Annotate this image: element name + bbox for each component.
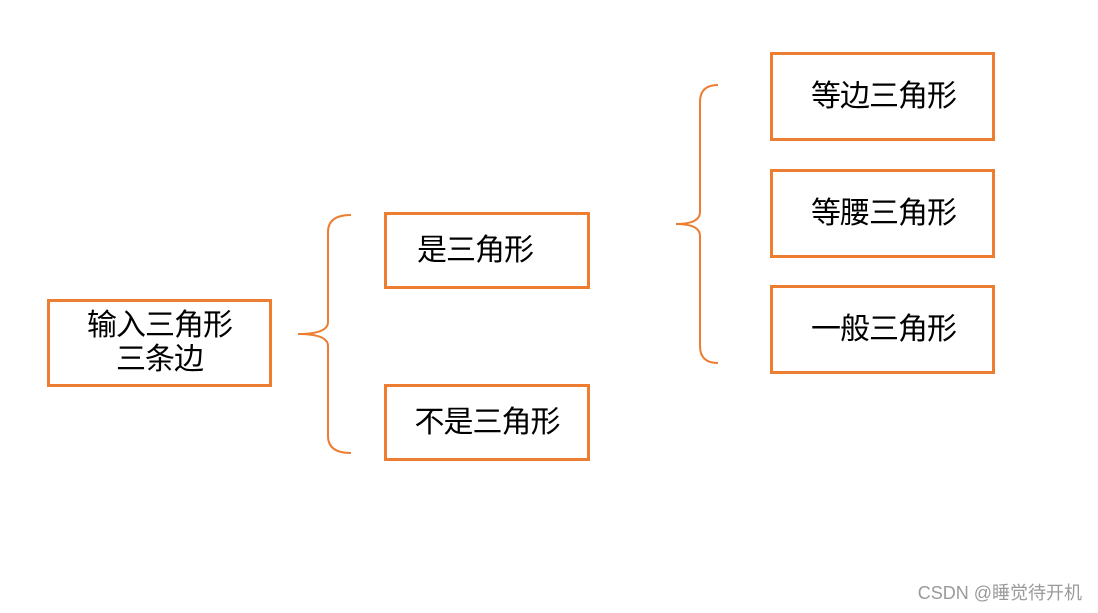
node-is-triangle: 是三角形 xyxy=(384,212,590,289)
root-node-line1: 输入三角形 xyxy=(87,308,233,343)
node-isosceles: 等腰三角形 xyxy=(770,169,995,258)
node-not-triangle: 不是三角形 xyxy=(384,384,590,461)
node-general-label: 一般三角形 xyxy=(811,311,957,347)
watermark: CSDN @睡觉待开机 xyxy=(917,583,1082,603)
brace-yes xyxy=(675,84,719,364)
node-isosceles-label: 等腰三角形 xyxy=(811,195,957,231)
root-node-line2: 三条边 xyxy=(116,342,204,377)
node-equilateral-label: 等边三角形 xyxy=(811,78,957,114)
brace-root xyxy=(297,214,352,454)
node-is-triangle-label: 是三角形 xyxy=(417,232,534,268)
node-equilateral: 等边三角形 xyxy=(770,52,995,141)
node-general: 一般三角形 xyxy=(770,285,995,374)
root-node-input-sides: 输入三角形 三条边 xyxy=(47,299,272,387)
node-not-triangle-label: 不是三角形 xyxy=(414,404,561,440)
